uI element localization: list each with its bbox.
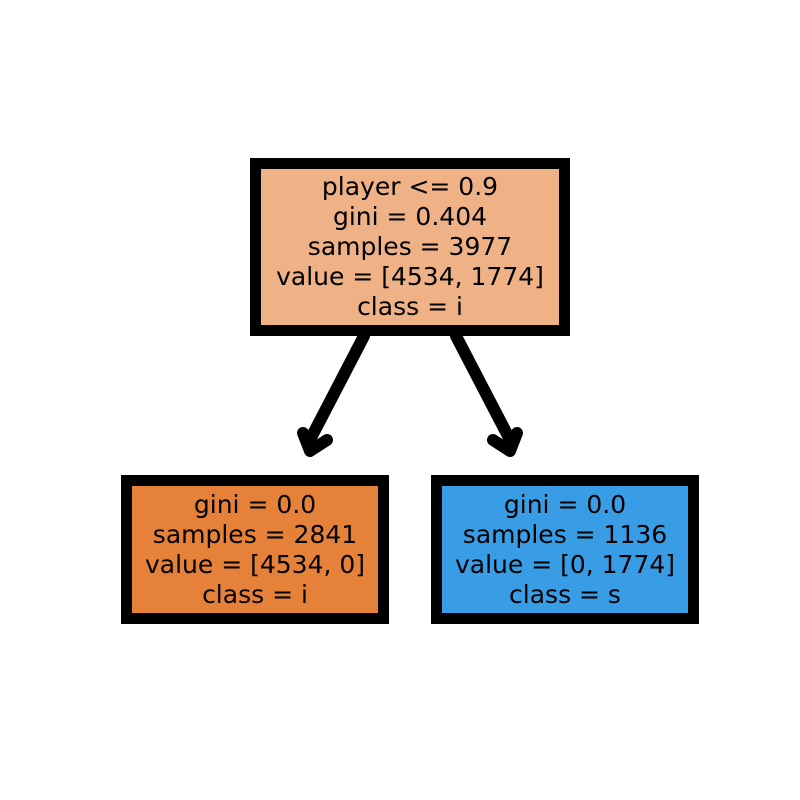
node-class: class = i xyxy=(202,579,308,609)
tree-node-root: player <= 0.9 gini = 0.404 samples = 397… xyxy=(250,158,570,336)
node-class: class = s xyxy=(509,579,621,609)
node-gini: gini = 0.404 xyxy=(332,202,488,231)
edge-root-to-right xyxy=(450,330,523,457)
node-value: value = [0, 1774] xyxy=(454,549,676,579)
node-samples: samples = 1136 xyxy=(462,519,668,549)
node-value: value = [4534, 0] xyxy=(144,549,366,579)
node-split-condition: player <= 0.9 xyxy=(321,172,499,201)
node-samples: samples = 2841 xyxy=(152,519,358,549)
tree-node-right-leaf: gini = 0.0 samples = 1136 value = [0, 17… xyxy=(431,475,699,624)
node-class: class = i xyxy=(357,292,463,321)
node-value: value = [4534, 1774] xyxy=(276,262,544,291)
edge-root-to-left xyxy=(297,330,370,457)
tree-node-left-leaf: gini = 0.0 samples = 2841 value = [4534,… xyxy=(121,475,389,624)
node-gini: gini = 0.0 xyxy=(193,489,317,519)
node-gini: gini = 0.0 xyxy=(503,489,627,519)
node-samples: samples = 3977 xyxy=(307,232,513,261)
